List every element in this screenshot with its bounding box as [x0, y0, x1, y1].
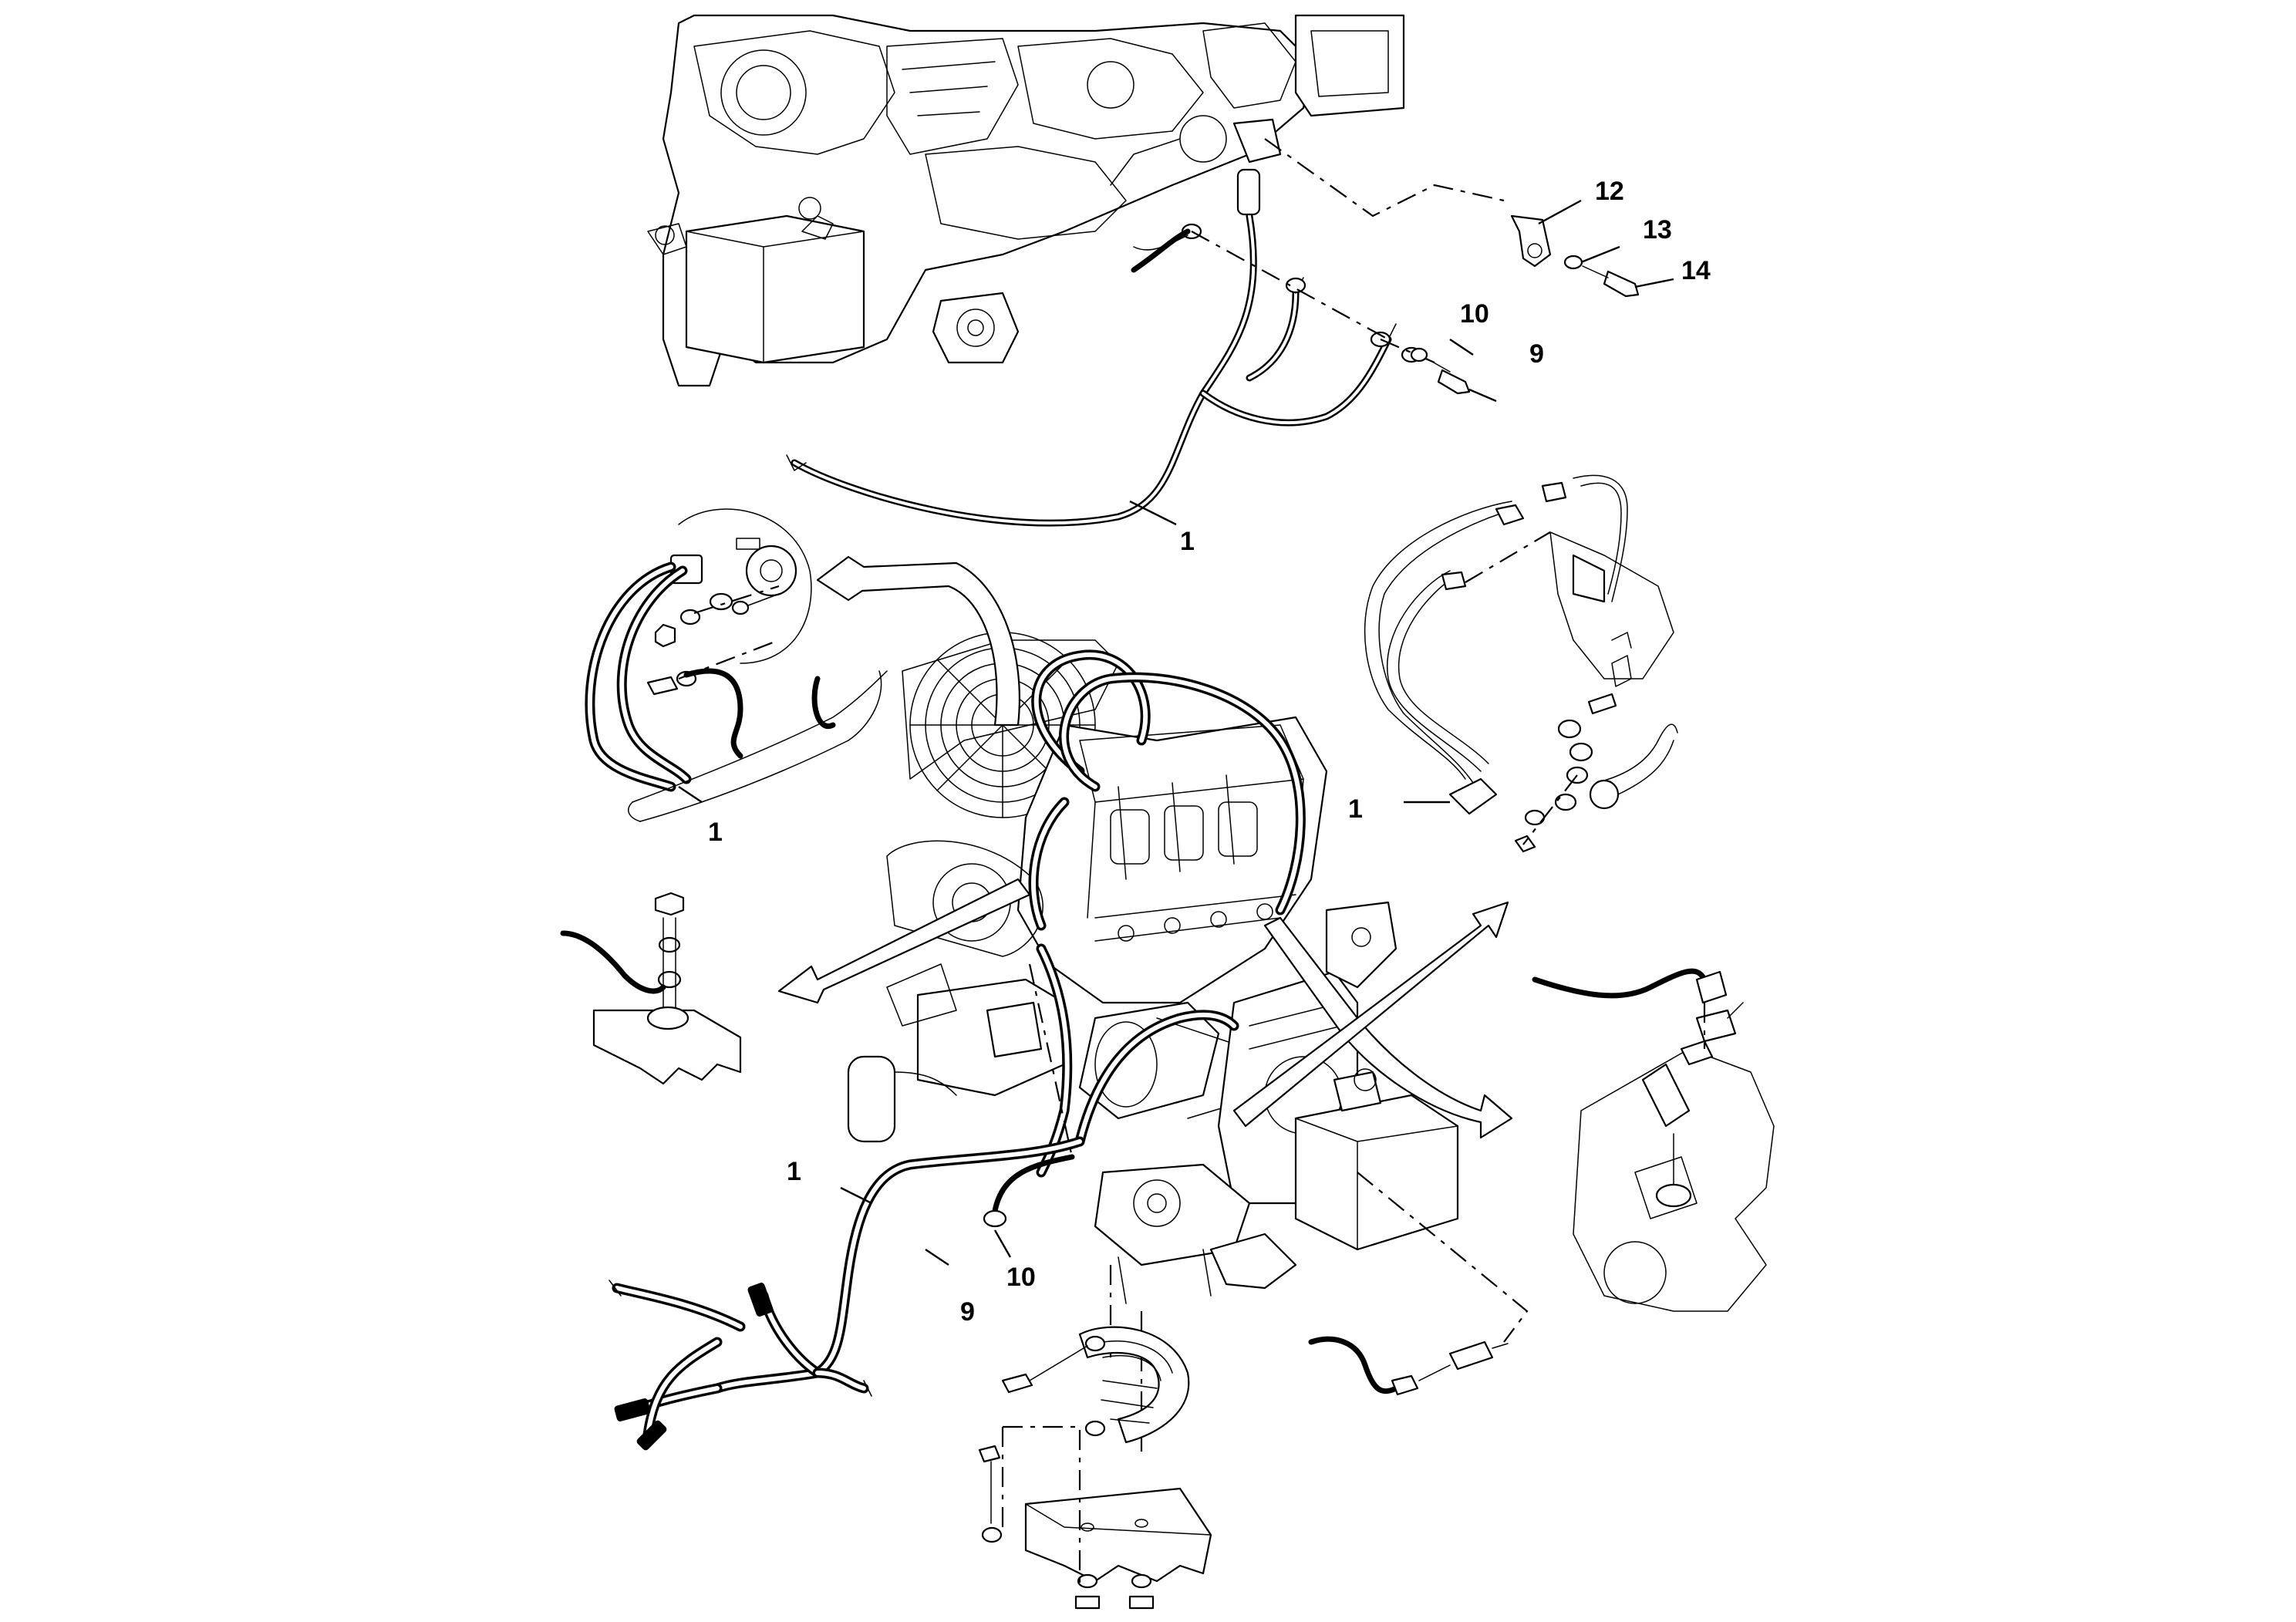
callout-screw-bottom: 9 — [960, 1297, 975, 1327]
callout-washer-bottom: 10 — [1006, 1263, 1036, 1292]
callout-harness-right: 1 — [1348, 794, 1363, 824]
clamp-assembly — [1510, 214, 1640, 298]
top-harness — [786, 138, 1505, 527]
callout-washer-top: 10 — [1460, 299, 1489, 329]
left-mount-inset — [560, 892, 742, 1085]
callout-clamp: 12 — [1595, 177, 1624, 206]
top-engine-view — [647, 14, 1405, 387]
bottom-right-sensor — [1308, 1172, 1529, 1396]
callout-harness-top: 1 — [1180, 527, 1195, 556]
top-screw-and-washer — [1410, 347, 1471, 395]
right-sensor-inset — [1532, 968, 1775, 1312]
left-inset-switch — [585, 508, 888, 822]
callout-clamp-screw: 14 — [1681, 256, 1711, 285]
right-top-inset — [1364, 474, 1678, 853]
view-arrows — [777, 555, 1513, 1139]
callout-clamp-washer: 13 — [1643, 215, 1672, 244]
center-harness — [609, 649, 1306, 1451]
center-engine — [847, 632, 1459, 1304]
callout-leaders — [678, 199, 1674, 1266]
callout-screw-top: 9 — [1529, 339, 1544, 369]
callout-harness-left: 1 — [708, 818, 723, 847]
callout-harness-bottom: 1 — [787, 1157, 801, 1186]
bottom-mount-assembly — [978, 1265, 1212, 1610]
